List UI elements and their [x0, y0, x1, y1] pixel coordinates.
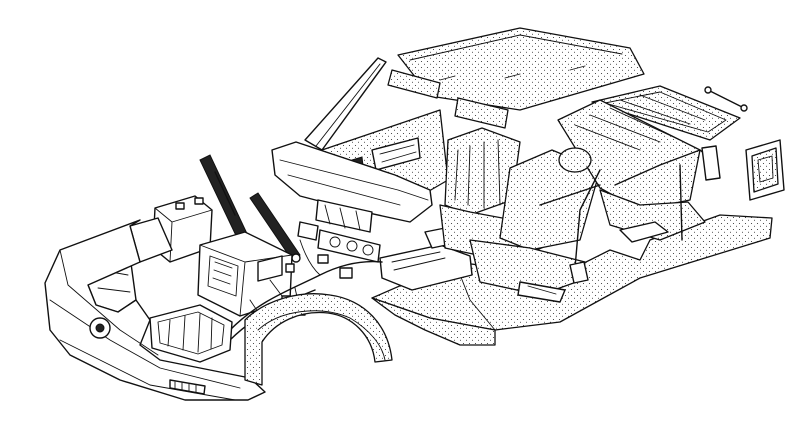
rear-seat	[557, 99, 706, 243]
headlamp	[149, 304, 233, 363]
battery	[129, 195, 213, 263]
dashboard	[271, 141, 433, 233]
tail-lamp	[745, 139, 785, 201]
front-bumper	[59, 339, 236, 401]
sunroof-panel	[591, 85, 741, 141]
wiper-arm	[199, 154, 301, 263]
instrument-cluster	[297, 221, 381, 263]
seat-belt	[539, 145, 721, 284]
sun-visor	[387, 69, 509, 129]
heater-box	[197, 231, 293, 317]
center-console	[379, 223, 473, 291]
front-seat	[439, 127, 601, 303]
gas-strut	[704, 86, 748, 112]
hood	[44, 219, 266, 401]
wheel-arch-liner	[244, 293, 393, 386]
